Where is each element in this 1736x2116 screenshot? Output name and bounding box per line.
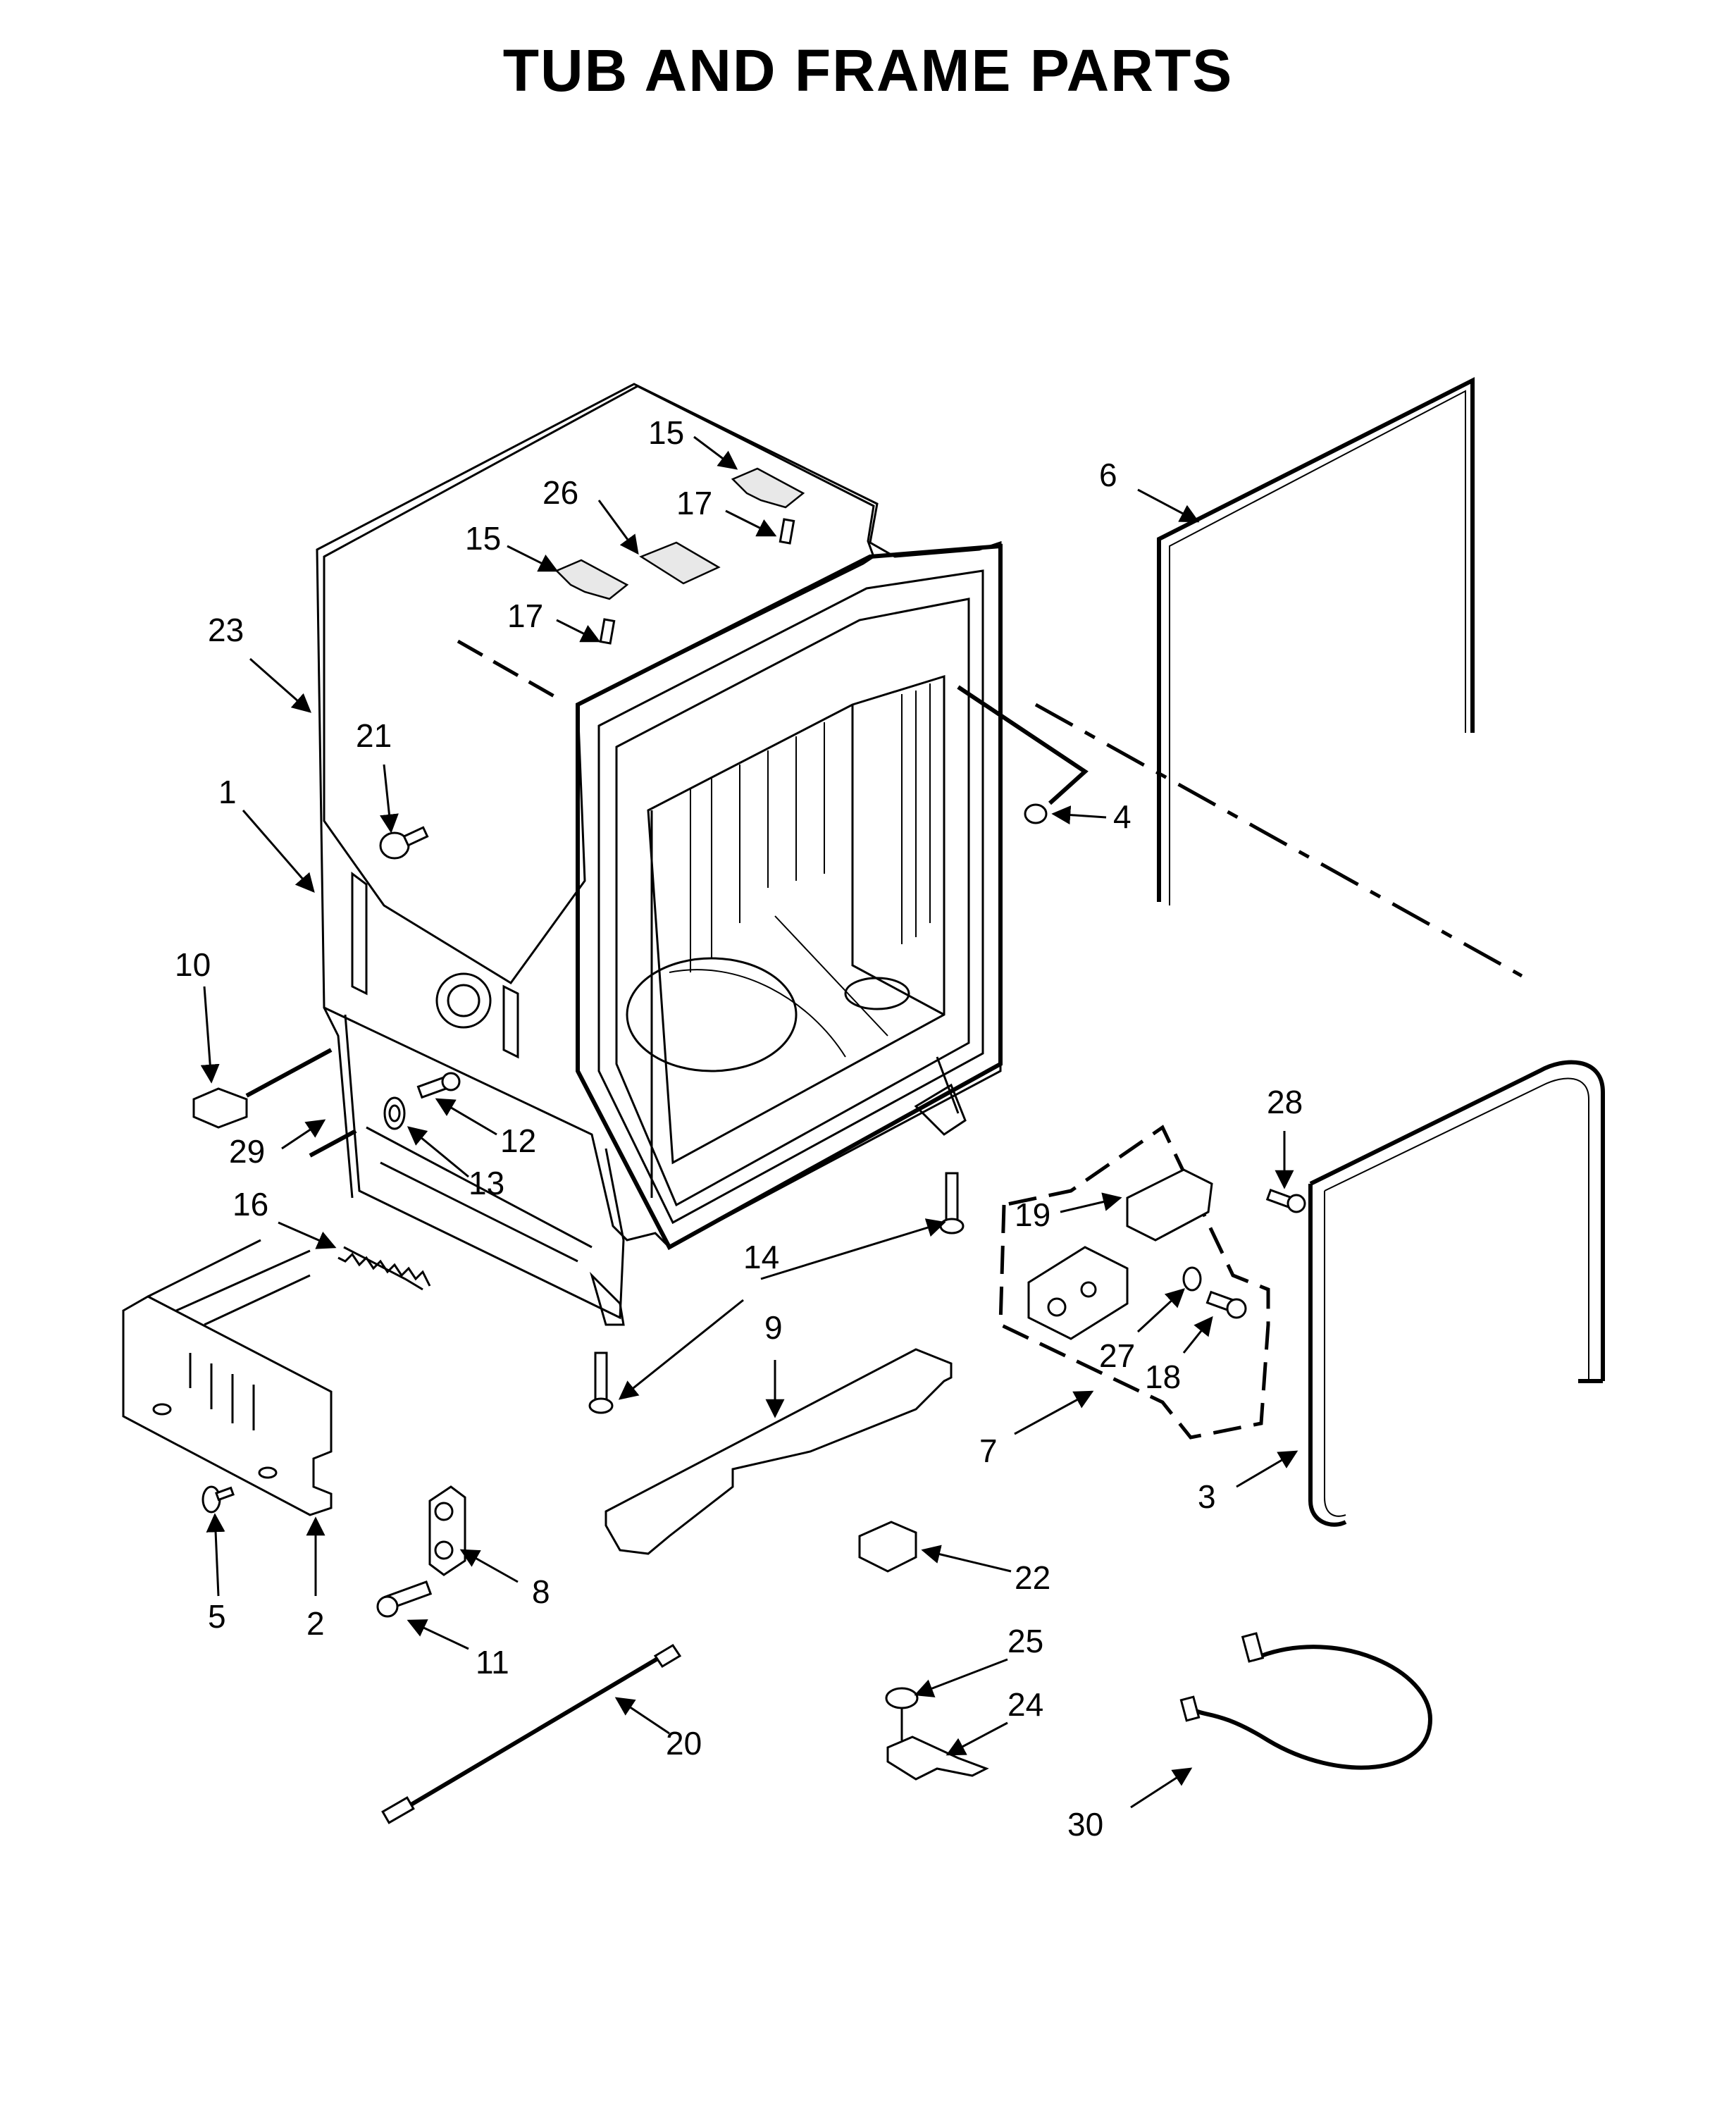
hose-30	[1179, 1632, 1433, 1770]
screw-28	[1265, 1189, 1306, 1213]
washer-27	[1182, 1266, 1202, 1292]
callout-25: 25	[1008, 1623, 1043, 1659]
callout-6: 6	[1099, 457, 1117, 493]
screw-11	[376, 1580, 433, 1618]
callout-28: 28	[1267, 1084, 1303, 1120]
callout-16: 16	[232, 1186, 268, 1223]
page-title: TUB AND FRAME PARTS	[502, 37, 1234, 104]
bracket-8	[428, 1485, 466, 1576]
side-gasket-3	[1308, 1060, 1605, 1527]
vent-part-26	[639, 541, 721, 585]
callout-22: 22	[1015, 1559, 1050, 1596]
callout-12: 12	[500, 1122, 536, 1159]
callout-26: 26	[542, 474, 578, 511]
washer-13	[383, 1096, 406, 1130]
mount-bracket	[1027, 1246, 1129, 1340]
base-panel-9	[604, 1348, 953, 1555]
callout-4: 4	[1113, 798, 1132, 835]
alignment-line	[1034, 703, 1523, 978]
callout-3: 3	[1198, 1478, 1216, 1515]
screw-18	[1205, 1290, 1247, 1319]
callout-23: 23	[208, 612, 244, 648]
callout-11: 11	[476, 1644, 509, 1681]
callout-9: 9	[764, 1309, 783, 1346]
callout-17-left: 17	[507, 598, 543, 634]
hinge-plate-15-left	[554, 559, 629, 645]
callout-8: 8	[532, 1573, 550, 1610]
callout-19: 19	[1015, 1196, 1050, 1233]
callout-29: 29	[229, 1133, 265, 1170]
callout-5: 5	[208, 1598, 226, 1635]
tub-gasket-6	[1157, 377, 1475, 905]
callout-27: 27	[1099, 1337, 1135, 1374]
leader-arrows	[200, 435, 1298, 1809]
callout-14: 14	[743, 1239, 779, 1275]
callout-2: 2	[306, 1605, 325, 1642]
callout-17-right: 17	[676, 485, 712, 521]
callout-10: 10	[175, 946, 211, 983]
bracket-29-line	[309, 1129, 357, 1158]
bracket-19	[1126, 1168, 1213, 1242]
switch-25	[885, 1687, 919, 1740]
clip-10	[192, 1048, 333, 1129]
clip-22	[858, 1521, 917, 1573]
group-outline-7	[998, 1125, 1270, 1440]
harness-20	[381, 1643, 682, 1824]
bolt-21	[379, 826, 429, 860]
callout-20: 20	[666, 1725, 702, 1762]
plug-4	[957, 685, 1089, 824]
leveling-leg-14b	[939, 1172, 965, 1235]
leveling-leg-14a	[588, 1351, 614, 1414]
callout-15-right: 15	[648, 414, 684, 451]
toe-panel-2	[122, 1239, 333, 1516]
tub-assembly	[316, 383, 1003, 1326]
callout-7: 7	[979, 1433, 998, 1469]
callout-21: 21	[356, 717, 392, 754]
callout-labels: 15 17 26 15 17 23 21 1 6 4 10 12 13 29 1…	[175, 414, 1303, 1843]
callout-24: 24	[1008, 1686, 1043, 1723]
hinge-plate-15-right	[731, 467, 805, 545]
callout-15-left: 15	[465, 520, 501, 557]
callout-13: 13	[469, 1165, 504, 1201]
spring-16	[337, 1246, 431, 1291]
callout-1: 1	[218, 774, 237, 810]
callout-18: 18	[1145, 1359, 1181, 1395]
screw-5	[202, 1485, 235, 1514]
screw-12	[416, 1072, 461, 1099]
callout-30: 30	[1067, 1806, 1103, 1843]
bracket-24	[886, 1736, 989, 1781]
